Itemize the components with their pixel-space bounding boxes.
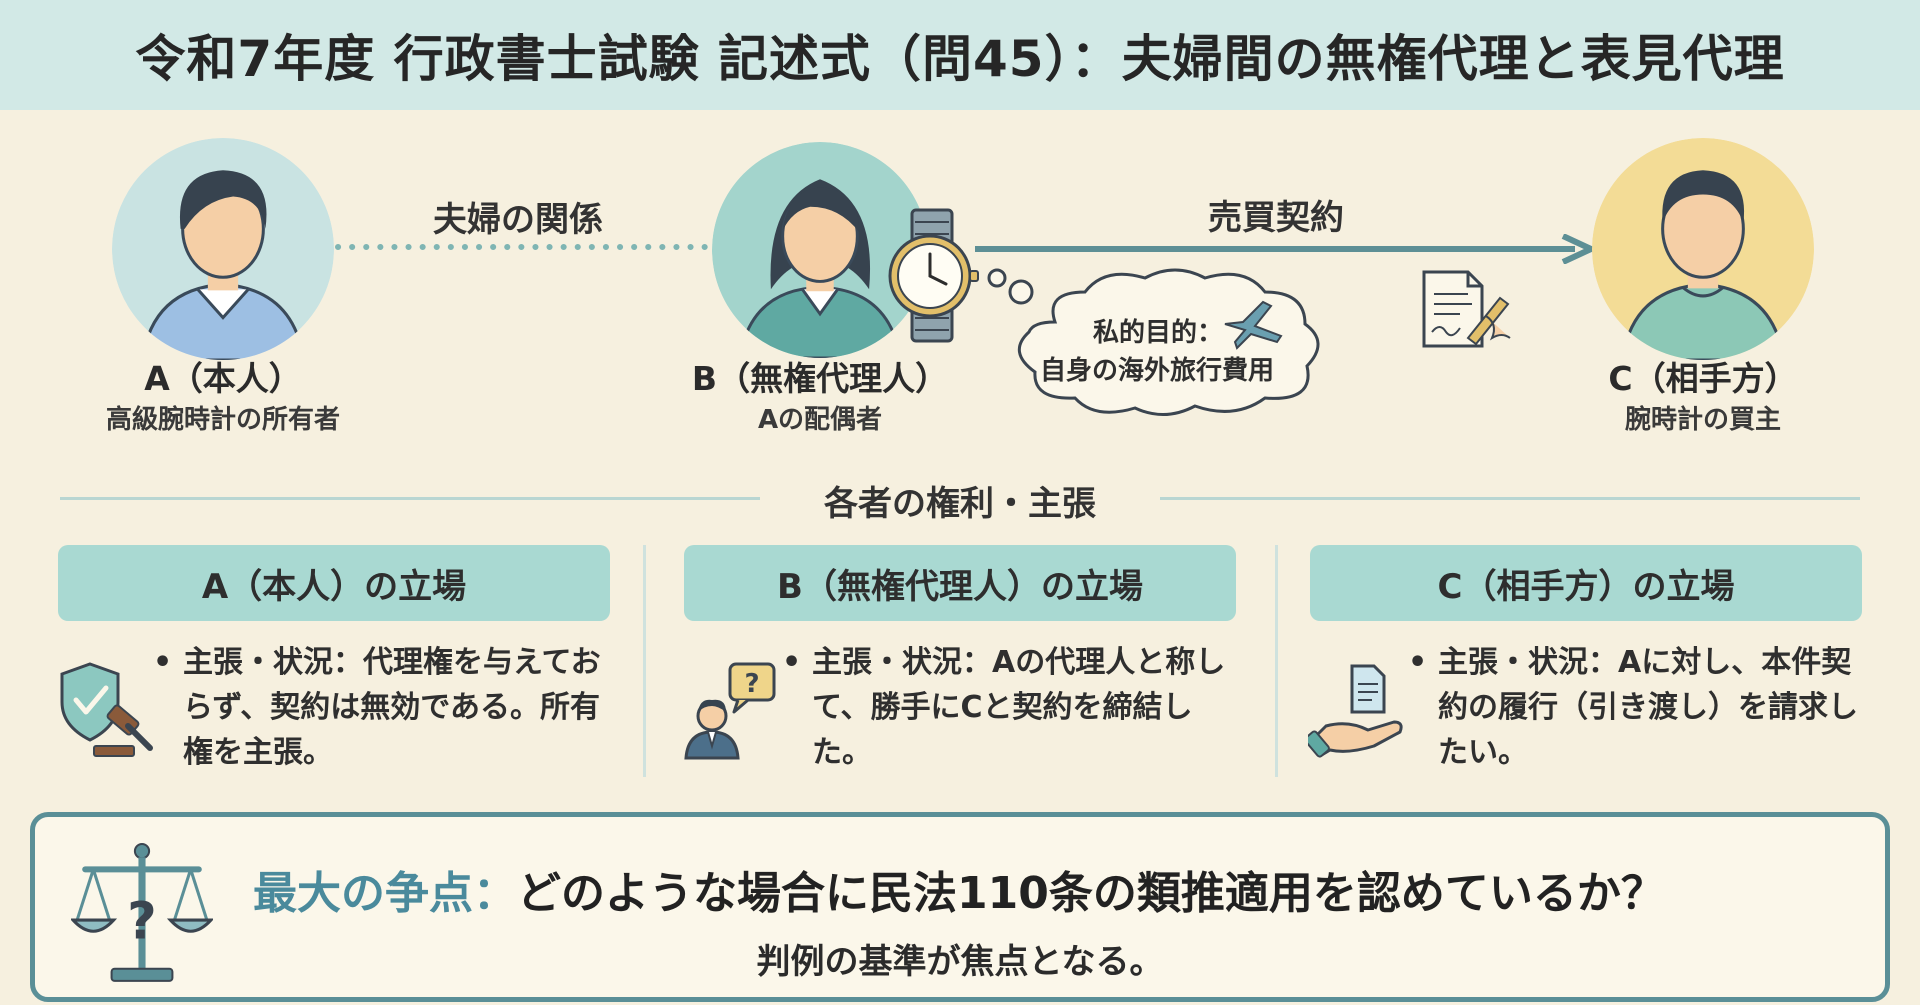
main-issue-question: どのような場合に民法110条の類推適用を認めているか？ bbox=[517, 868, 1665, 919]
position-b-bullet: • bbox=[782, 645, 802, 680]
svg-text:?: ? bbox=[127, 891, 156, 950]
svg-text:?: ? bbox=[744, 669, 759, 699]
position-c-header: C（相手方）の立場 bbox=[1310, 545, 1862, 621]
thought-line-2: 自身の海外旅行費用 bbox=[1040, 356, 1275, 386]
person-a-role: 高級腕時計の所有者 bbox=[105, 405, 340, 435]
page-title: 令和7年度 行政書士試験 記述式（問45）：夫婦間の無権代理と表見代理 bbox=[135, 30, 1785, 88]
person-b-avatar bbox=[712, 142, 928, 358]
section-heading-text: 各者の権利・主張 bbox=[824, 484, 1096, 524]
main-issue-box: ? 最大の争点：どのような場合に民法110条の類推適用を認めているか？ 判例の基… bbox=[30, 812, 1890, 1002]
position-c-text: 主張・状況：Aに対し、本件契約の履行（引き渡し）を請求したい。 bbox=[1438, 645, 1858, 770]
person-a-name: A（本人） bbox=[144, 359, 302, 398]
section-heading-line-left bbox=[60, 497, 760, 500]
position-c-bullet: • bbox=[1408, 645, 1428, 680]
position-a-bullet: • bbox=[153, 645, 173, 680]
person-c-illustration bbox=[1592, 138, 1814, 360]
thought-bubble bbox=[987, 268, 1320, 417]
person-c-name: C（相手方） bbox=[1608, 359, 1798, 398]
position-b-text: 主張・状況：Aの代理人と称して、勝手にCと契約を締結した。 bbox=[812, 645, 1226, 770]
position-b-header: B（無権代理人）の立場 bbox=[684, 545, 1236, 621]
person-b-role: Aの配偶者 bbox=[757, 405, 883, 435]
person-b-name: B（無権代理人） bbox=[691, 359, 949, 398]
position-c-text-block: • 主張・状況：Aに対し、本件契約の履行（引き渡し）を請求したい。 bbox=[1408, 640, 1868, 775]
contract-signing-icon bbox=[1422, 270, 1511, 348]
spouse-relation-label: 夫婦の関係 bbox=[433, 200, 603, 240]
column-divider-1 bbox=[643, 545, 646, 777]
wristwatch-icon bbox=[888, 208, 979, 343]
person-b-illustration bbox=[712, 142, 928, 358]
sale-contract-label: 売買契約 bbox=[1208, 198, 1344, 238]
person-c-role: 腕時計の買主 bbox=[1624, 405, 1781, 435]
main-issue-subtext: 判例の基準が焦点となる。 bbox=[756, 942, 1164, 982]
person-c-avatar bbox=[1592, 138, 1814, 360]
person-a-avatar bbox=[112, 138, 334, 360]
spouse-relation-line bbox=[335, 244, 709, 250]
person-question-icon: ? bbox=[684, 662, 776, 760]
main-issue-label: 最大の争点： bbox=[253, 868, 517, 919]
thought-line-1: 私的目的： bbox=[1093, 318, 1224, 348]
section-heading: 各者の権利・主張 bbox=[0, 470, 1920, 526]
position-b-text-block: • 主張・状況：Aの代理人と称して、勝手にCと契約を締結した。 bbox=[782, 640, 1242, 775]
section-heading-line-right bbox=[1160, 497, 1860, 500]
scales-question-icon: ? bbox=[71, 843, 213, 982]
person-a-illustration bbox=[112, 138, 334, 360]
hand-document-icon bbox=[1308, 664, 1403, 758]
shield-gavel-icon bbox=[60, 662, 153, 757]
title-bar: 令和7年度 行政書士試験 記述式（問45）：夫婦間の無権代理と表見代理 bbox=[0, 0, 1920, 110]
column-divider-2 bbox=[1275, 545, 1278, 777]
main-issue-line: 最大の争点：どのような場合に民法110条の類推適用を認めているか？ bbox=[253, 857, 1665, 921]
position-a-text-block: • 主張・状況：代理権を与えておらず、契約は無効である。所有権を主張。 bbox=[153, 640, 613, 775]
sale-contract-arrow bbox=[975, 234, 1594, 264]
position-a-header: A（本人）の立場 bbox=[58, 545, 610, 621]
position-a-text: 主張・状況：代理権を与えておらず、契約は無効である。所有権を主張。 bbox=[183, 645, 601, 770]
